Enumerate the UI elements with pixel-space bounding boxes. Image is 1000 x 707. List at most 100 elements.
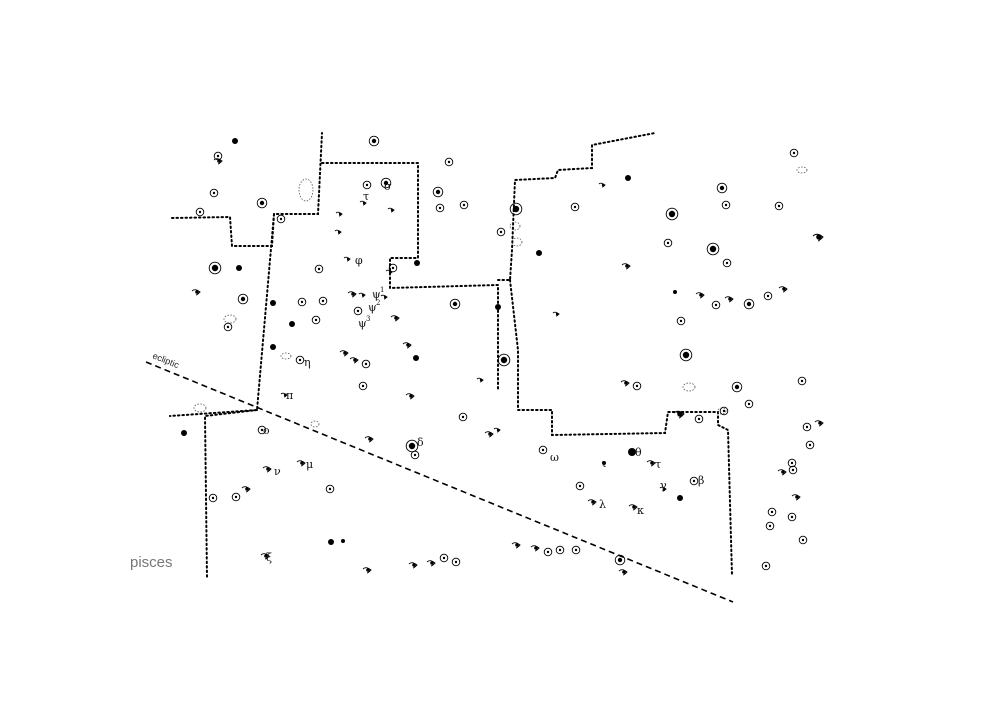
star (632, 381, 642, 391)
star (449, 298, 461, 310)
star (257, 425, 267, 435)
star (765, 521, 775, 531)
star (208, 261, 222, 275)
boundary-north-central (321, 162, 499, 391)
star (676, 316, 686, 326)
star (618, 569, 628, 576)
star (716, 182, 728, 194)
star (614, 554, 626, 566)
star (405, 439, 419, 453)
star-label-omega: ω (550, 451, 559, 464)
star (552, 311, 560, 317)
star (659, 486, 667, 492)
star (496, 227, 506, 237)
star (208, 493, 218, 503)
star (673, 410, 685, 419)
star (213, 158, 223, 165)
star (814, 420, 824, 427)
star-label-tau-north: τ (363, 190, 369, 203)
star (798, 535, 808, 545)
star (743, 298, 755, 310)
star (223, 322, 233, 332)
star (191, 289, 201, 296)
star (325, 484, 335, 494)
star (209, 188, 219, 198)
star (387, 207, 395, 213)
star (459, 200, 469, 210)
star (368, 135, 380, 147)
star-label-delta: δ (417, 436, 424, 449)
star (679, 348, 693, 362)
boundary-south-west (203, 409, 258, 579)
nebula (223, 314, 237, 324)
star (621, 263, 631, 270)
star (665, 207, 679, 221)
nebula (310, 420, 320, 428)
star (439, 553, 449, 563)
star (311, 315, 321, 325)
star (787, 458, 797, 468)
star-label-omicron: o (263, 424, 270, 437)
star-label-psi2: ψ (368, 301, 377, 314)
star (802, 422, 812, 432)
star (497, 353, 511, 367)
star-label-xi: ξ (266, 551, 272, 564)
star-label-mu: μ (306, 458, 313, 471)
star (722, 258, 732, 268)
star (232, 138, 238, 144)
star-label-sigma: σ (384, 180, 392, 193)
star (689, 476, 699, 486)
star (358, 381, 368, 391)
star (493, 427, 501, 433)
star (805, 440, 815, 450)
star-label-eta: η (304, 356, 311, 369)
star (677, 495, 683, 501)
ecliptic-label: ecliptic (151, 351, 181, 371)
star (774, 201, 784, 211)
star (289, 321, 295, 327)
ecliptic-line (145, 361, 734, 603)
star (797, 376, 807, 386)
star (236, 265, 242, 271)
star (724, 296, 734, 303)
nebula (682, 382, 696, 392)
boundary-west-vertical (169, 213, 275, 417)
star (361, 359, 371, 369)
star (280, 392, 288, 398)
star (719, 406, 729, 416)
star (744, 399, 754, 409)
star (530, 545, 540, 552)
star (195, 207, 205, 217)
boundary-north-west (171, 132, 323, 247)
star (435, 203, 445, 213)
star (295, 355, 305, 365)
star (646, 460, 656, 467)
star (385, 269, 393, 275)
star (181, 430, 187, 436)
star (359, 200, 367, 206)
nebula (193, 403, 207, 413)
star (408, 562, 418, 569)
star (673, 290, 677, 294)
constellation-boundaries (169, 132, 733, 579)
star (231, 492, 241, 502)
star (318, 296, 328, 306)
star (339, 350, 349, 357)
boundary-central-east (497, 132, 656, 281)
star (347, 291, 357, 298)
nebula (511, 237, 523, 247)
star (349, 357, 359, 364)
star-label-psi3: ψ (358, 317, 367, 330)
star-label-nu: ν (274, 465, 281, 478)
nebula (280, 352, 292, 360)
star (380, 177, 392, 189)
star (495, 304, 501, 310)
star (777, 469, 787, 476)
star (575, 481, 585, 491)
star (276, 214, 286, 224)
star-label-gamma: γ (660, 479, 667, 492)
star (410, 450, 420, 460)
star-label-tau-south: τ (655, 458, 661, 471)
star (343, 256, 351, 262)
